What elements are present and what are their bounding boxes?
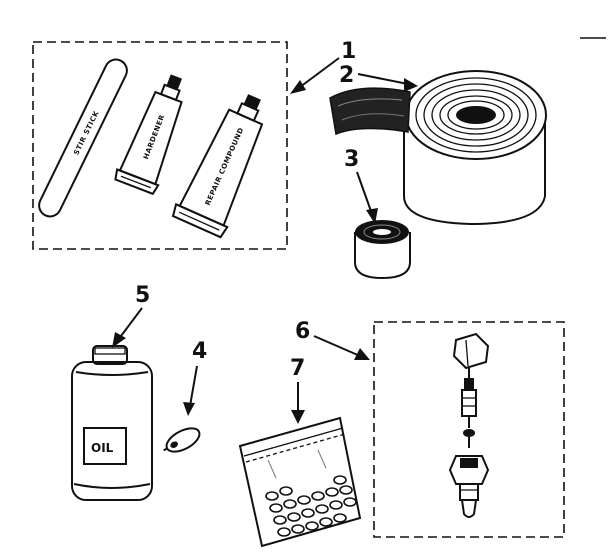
callout-4: 4 (192, 339, 207, 364)
stir-stick-label: STIR STICK (72, 109, 100, 156)
callout-2: 2 (339, 63, 354, 88)
hardener-tube-label: HARDENER (142, 113, 166, 160)
tape-roll-large (329, 70, 547, 226)
o-ring-bag (238, 416, 362, 548)
repair-compound-label: REPAIR COMPOUND (204, 126, 246, 206)
callout-6: 6 (295, 319, 310, 344)
oil-label-text: OIL (91, 441, 114, 455)
valve-assembly (448, 332, 490, 518)
o-rings (265, 475, 357, 537)
oil-bottle: OIL (71, 345, 153, 501)
callout-7: 7 (290, 356, 305, 381)
repair-compound-tube: REPAIR COMPOUND (171, 94, 264, 239)
valve-dashed-box (373, 321, 565, 538)
tape-roll-small (354, 220, 411, 280)
callout-5: 5 (135, 283, 150, 308)
callout-1: 1 (341, 39, 356, 64)
oil-label-box (83, 427, 127, 465)
repair-kit-group: STIR STICK HARDENER REPAIR COMPOUND (32, 41, 288, 250)
stir-stick: STIR STICK (38, 58, 128, 218)
valve-assembly-group (373, 321, 565, 538)
callout-3: 3 (344, 147, 359, 172)
nozzle-part (163, 427, 201, 453)
hardener-tube: HARDENER (114, 74, 183, 196)
kit-dashed-box (32, 41, 288, 250)
